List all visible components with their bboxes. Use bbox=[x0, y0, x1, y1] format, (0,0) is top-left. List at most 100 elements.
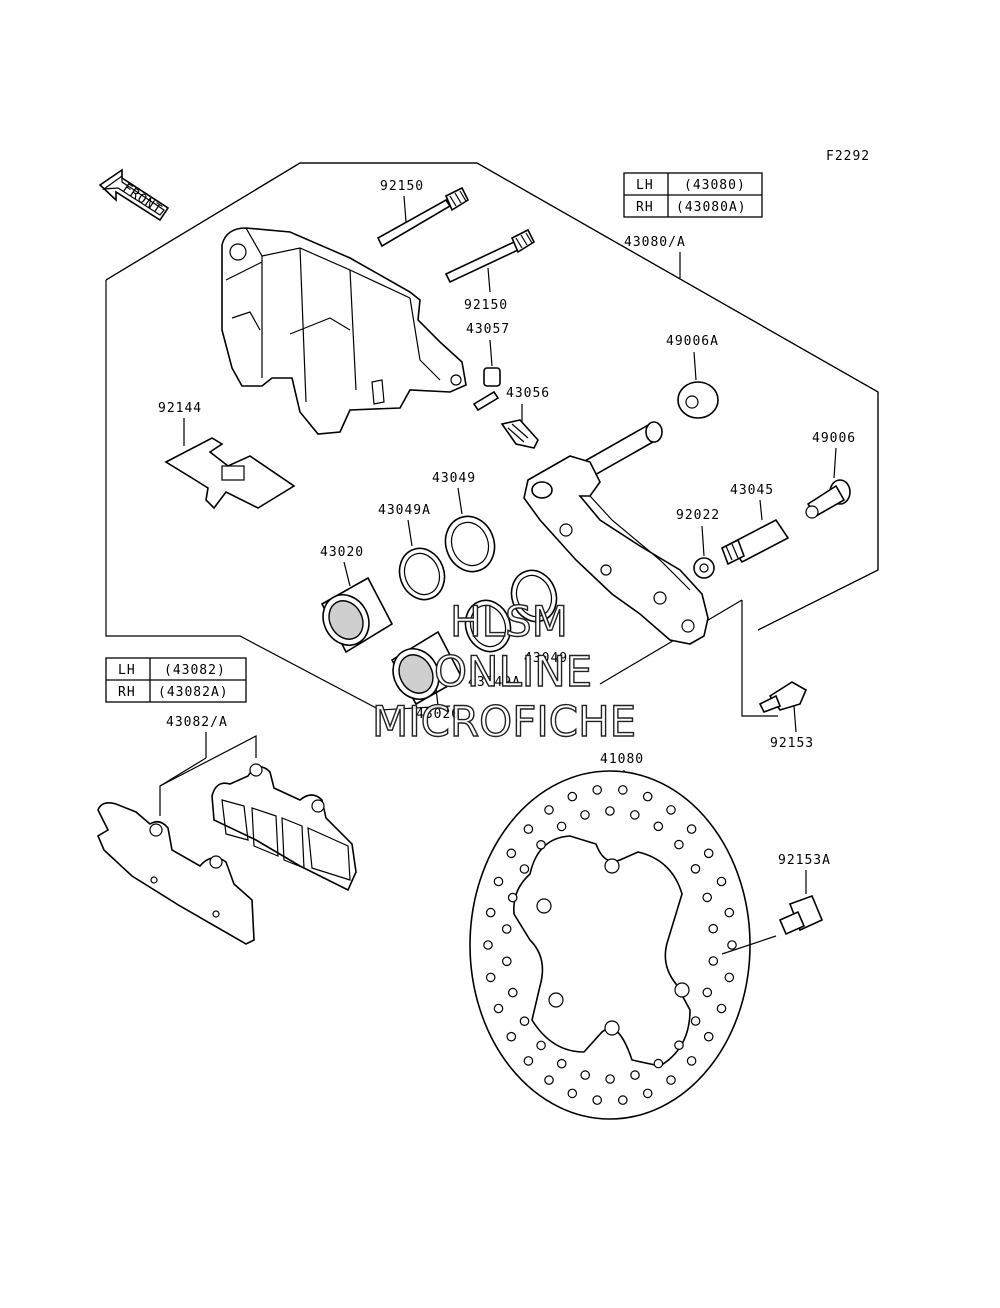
disc-drill-hole bbox=[617, 785, 628, 795]
caliper-table-rh-side: RH bbox=[636, 200, 654, 215]
disc-drill-hole bbox=[708, 956, 719, 966]
disc-drill-hole bbox=[507, 892, 518, 903]
pad-side-table: LH (43082) RH (43082A) bbox=[105, 657, 247, 703]
disc-drill-hole bbox=[724, 907, 735, 918]
disc-drill-hole bbox=[580, 810, 590, 820]
caliper-side-table: LH (43080) RH (43080A) bbox=[623, 172, 763, 218]
piston-lower bbox=[390, 630, 464, 706]
label-dust-seal-lower: 43049 bbox=[524, 651, 568, 666]
disc-drill-hole bbox=[653, 1058, 664, 1069]
disc-drill-hole bbox=[485, 972, 496, 983]
caliper-table-lh-side: LH bbox=[636, 178, 654, 193]
label-seal-b: 49006 bbox=[812, 431, 856, 446]
brake-pad-lining bbox=[211, 763, 357, 892]
disc-drill-hole bbox=[501, 956, 512, 967]
disc-drill-hole bbox=[702, 987, 713, 998]
label-bleeder: 43056 bbox=[506, 386, 550, 401]
label-bolt-a: 92153A bbox=[778, 853, 831, 868]
disc-drill-hole bbox=[716, 1003, 727, 1014]
label-pad-assy: 43082/A bbox=[166, 715, 228, 730]
bleeder-valve bbox=[500, 419, 539, 449]
label-caliper-assy: 43080/A bbox=[624, 235, 686, 250]
piston-upper bbox=[320, 576, 394, 654]
disc-drill-hole bbox=[592, 1095, 602, 1105]
disc-drill-hole bbox=[690, 1016, 701, 1026]
disc-drill-hole bbox=[690, 863, 701, 874]
disc-drill-hole bbox=[523, 1056, 534, 1066]
washer bbox=[693, 557, 715, 579]
disc-drill-hole bbox=[506, 848, 517, 859]
bleeder-cap bbox=[472, 367, 501, 412]
disc-drill-hole bbox=[592, 785, 602, 795]
disc-drill-hole bbox=[642, 791, 653, 802]
disc-drill-hole bbox=[493, 876, 504, 887]
disc-drill-hole bbox=[605, 806, 615, 816]
disc-drill-hole bbox=[556, 1058, 567, 1069]
watermark-line1: HLSM bbox=[450, 597, 568, 646]
disc-drill-hole bbox=[483, 940, 493, 950]
disc-drill-hole bbox=[567, 1088, 578, 1099]
disc-drill-hole bbox=[580, 1070, 590, 1080]
disc-drill-hole bbox=[686, 1056, 697, 1066]
seal-b bbox=[805, 479, 851, 519]
diagram-code: F2292 bbox=[826, 149, 870, 164]
disc-drill-hole bbox=[708, 923, 718, 934]
label-boot: 43057 bbox=[466, 322, 510, 337]
watermark-line3: MICROFICHE bbox=[372, 697, 636, 746]
label-pin-lower: 92150 bbox=[464, 298, 508, 313]
disc-drill-hole bbox=[507, 987, 518, 998]
pad-table-lh-part: (43082) bbox=[164, 663, 226, 678]
label-spring: 92144 bbox=[158, 401, 202, 416]
label-washer: 92022 bbox=[676, 508, 720, 523]
pad-spring bbox=[164, 437, 296, 510]
disc-drill-hole bbox=[716, 876, 727, 887]
dust-seal-a-lower bbox=[464, 599, 512, 653]
label-dust-seal-upper: 43049 bbox=[432, 471, 476, 486]
disc-bolt bbox=[778, 894, 824, 936]
pin-sleeve bbox=[720, 518, 790, 566]
watermark-line2: ONLINE bbox=[434, 647, 592, 696]
disc-drill-hole bbox=[485, 907, 496, 918]
label-pin-upper: 92150 bbox=[380, 179, 424, 194]
caliper-table-rh-part: (43080A) bbox=[676, 200, 747, 215]
disc-drill-hole bbox=[567, 791, 578, 802]
dust-seal-a-upper bbox=[398, 547, 446, 601]
dust-seal-lower bbox=[510, 569, 558, 623]
disc-drill-hole bbox=[605, 1074, 615, 1084]
disc-drill-hole bbox=[653, 821, 664, 832]
caliper-table-lh-part: (43080) bbox=[684, 178, 746, 193]
label-dust-seal-a-lower: 43049A bbox=[468, 675, 521, 690]
label-dust-seal-a-upper: 43049A bbox=[378, 503, 431, 518]
disc-drill-hole bbox=[666, 805, 676, 815]
disc-drill-hole bbox=[629, 810, 640, 820]
disc-drill-hole bbox=[702, 892, 712, 903]
disc-drill-hole bbox=[703, 1031, 714, 1042]
label-piston-lower: 43020 bbox=[416, 707, 460, 722]
caliper-pin-upper bbox=[376, 186, 470, 248]
pad-table-rh-side: RH bbox=[118, 685, 136, 700]
label-sleeve: 43045 bbox=[730, 483, 774, 498]
disc-drill-hole bbox=[674, 839, 684, 850]
label-disc: 41080 bbox=[600, 752, 644, 767]
bracket-bolt bbox=[758, 681, 808, 714]
disc-drill-hole bbox=[536, 1040, 546, 1051]
disc-drill-hole bbox=[556, 821, 567, 832]
seal-ring-a bbox=[677, 381, 719, 419]
disc-drill-hole bbox=[493, 1003, 504, 1014]
caliper-body bbox=[221, 227, 467, 435]
caliper-pin-lower bbox=[444, 228, 536, 284]
disc-drill-hole bbox=[686, 824, 697, 834]
label-bolt: 92153 bbox=[770, 736, 814, 751]
dust-seal-upper bbox=[444, 515, 496, 573]
label-piston-upper: 43020 bbox=[320, 545, 364, 560]
disc-drill-hole bbox=[630, 1070, 640, 1080]
disc-drill-hole bbox=[703, 848, 714, 859]
disc-drill-hole bbox=[617, 1095, 628, 1105]
disc-drill-hole bbox=[506, 1031, 517, 1042]
disc-drill-hole bbox=[536, 839, 546, 850]
disc-drill-hole bbox=[501, 924, 512, 934]
disc-drill-hole bbox=[519, 1016, 530, 1026]
label-seal-a: 49006A bbox=[666, 334, 719, 349]
disc-drill-hole bbox=[544, 805, 554, 815]
